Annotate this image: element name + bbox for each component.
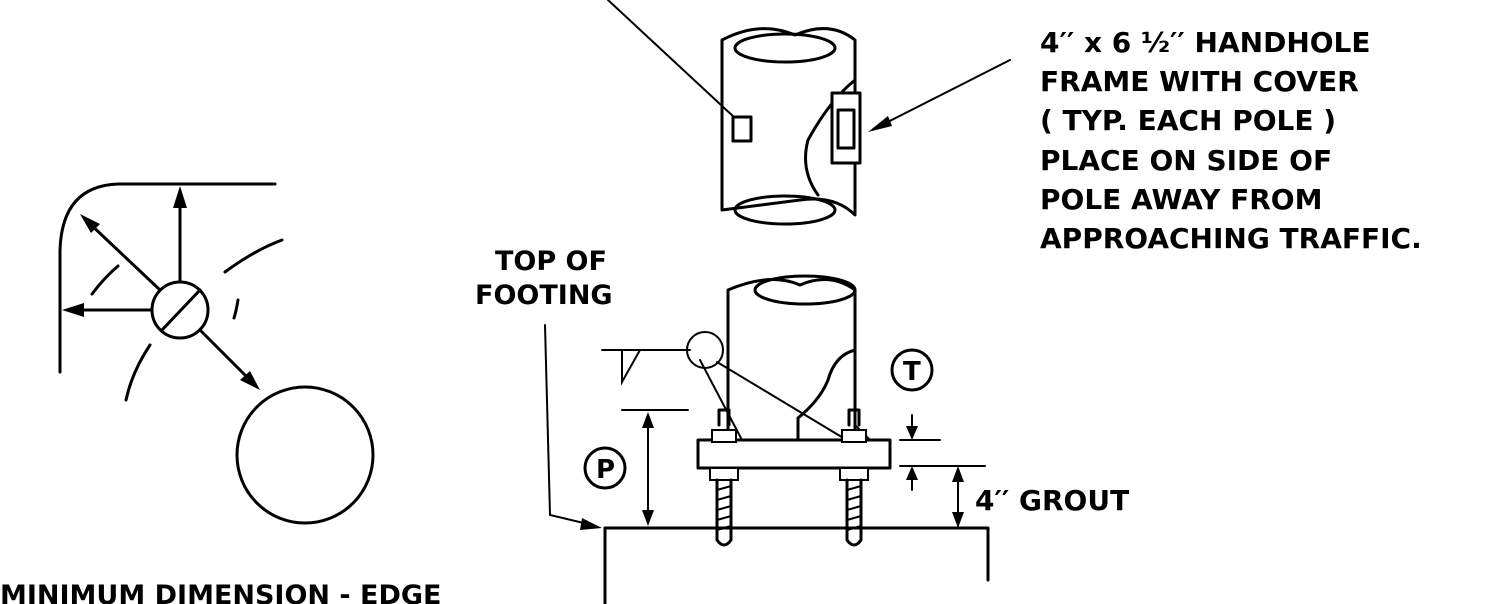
note-line-2: FRAME WITH COVER (1040, 65, 1359, 98)
bolt-diagonal (160, 288, 202, 332)
leader-handhole (879, 59, 1011, 127)
p-arrow-down-icon (642, 510, 654, 526)
callout-p-text: P (596, 455, 615, 485)
footing-leader (544, 324, 593, 526)
footing-outline (603, 526, 990, 604)
note-line-1: 4′′ x 6 ½′′ HANDHOLE (1040, 26, 1371, 59)
edge-distance-detail (58, 182, 375, 525)
arrow-head-handhole-icon (868, 116, 892, 132)
top-of-footing-label-2: FOOTING (475, 280, 613, 311)
ground-lug-tab (731, 115, 753, 143)
lower-cutaway (796, 348, 857, 447)
leader-top (607, 0, 736, 119)
grout-arrow-down-icon (952, 512, 964, 528)
pole-lower-top-ellipse (753, 274, 857, 306)
anchor-bolt-right (839, 408, 869, 547)
anchor-bolt-left (709, 408, 739, 547)
clearance-arc-upper (223, 238, 284, 274)
clearance-arc-lower (124, 343, 152, 402)
arrow-head-diag-icon (80, 214, 100, 233)
arrow-head-conduit-icon (240, 371, 260, 390)
p-arrow-up-icon (642, 412, 654, 428)
pole-bottom-ellipse (733, 194, 837, 226)
clearance-arc-left (90, 264, 120, 296)
min-dimension-label: MINIMUM DIMENSION - EDGE (0, 580, 442, 604)
weld-leader (716, 361, 856, 446)
note-line-5: POLE AWAY FROM (1040, 183, 1322, 216)
handhole-frame (830, 91, 862, 165)
handhole-cover (836, 108, 856, 150)
footing-edge-outline (58, 182, 277, 374)
callout-t-text: T (903, 357, 921, 387)
t-arrow-down-icon (906, 426, 918, 440)
note-line-3: ( TYP. EACH POLE ) (1040, 104, 1336, 137)
clearance-arc-right (232, 298, 240, 320)
arrow-to-corner (86, 220, 162, 292)
top-of-footing-label-1: TOP OF (495, 246, 607, 277)
callout-p-circle (583, 446, 627, 490)
note-line-6: APPROACHING TRAFFIC. (1040, 222, 1422, 255)
pole-base-assembly: TOP OF FOOTING (475, 246, 1129, 604)
gusset-left (699, 359, 743, 441)
pole-with-handhole (607, 0, 1011, 226)
grout-arrow-up-icon (952, 466, 964, 482)
base-plate (696, 438, 892, 470)
arrow-head-left-icon (62, 303, 84, 317)
arrow-head-up-icon (173, 186, 187, 208)
conduit-circle (235, 385, 375, 525)
weld-symbol (601, 349, 691, 386)
arrow-to-conduit (198, 328, 254, 384)
callout-t-circle (890, 348, 934, 392)
note-line-4: PLACE ON SIDE OF (1040, 144, 1332, 177)
t-arrow-up-icon (906, 466, 918, 480)
grout-label: 4′′ GROUT (975, 484, 1129, 517)
handhole-note: 4′′ x 6 ½′′ HANDHOLE FRAME WITH COVER ( … (1040, 26, 1422, 255)
arrow-head-footing-icon (580, 518, 602, 530)
pole-top-ellipse (733, 32, 837, 64)
